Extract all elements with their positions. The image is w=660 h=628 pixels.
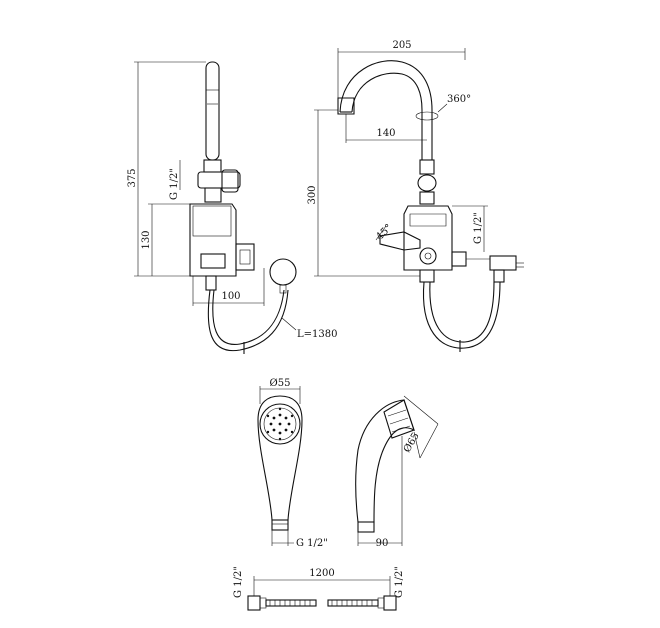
side-thread-label: G 1/2" xyxy=(169,168,180,200)
nozzle xyxy=(337,97,355,115)
front-height-label: 300 xyxy=(307,185,318,204)
lever xyxy=(379,231,421,251)
heater-body xyxy=(189,203,237,277)
swivel-marker xyxy=(415,111,439,121)
head-diameter-side-label: Ø65 xyxy=(402,431,422,455)
display-panel xyxy=(200,253,226,269)
spray-face xyxy=(259,403,301,445)
head-face-side xyxy=(383,399,415,439)
hose-body-right xyxy=(327,599,379,607)
hose-curve xyxy=(207,289,289,352)
spout-offset-label: 140 xyxy=(376,128,395,139)
plug xyxy=(489,255,517,271)
hose-length-label: L=1380 xyxy=(297,329,337,340)
shower-head-front: Ø55 G 1/2" xyxy=(257,378,328,549)
spout-reach-label: 205 xyxy=(392,40,411,51)
front-thread-label: G 1/2" xyxy=(473,212,484,244)
heater-front-body xyxy=(403,205,453,271)
side-height-label: 375 xyxy=(127,168,138,187)
hose-front xyxy=(422,281,501,349)
hose2-length-label: 1200 xyxy=(309,568,334,579)
side-outlet xyxy=(235,243,255,271)
hose2-thread-left-label: G 1/2" xyxy=(233,566,244,598)
head-connector xyxy=(271,519,289,531)
heater-height-label: 130 xyxy=(141,230,152,249)
shower-head-side: Ø65 90 xyxy=(355,395,439,549)
faucet-front-view: 360° 45° 205 140 xyxy=(307,40,524,352)
spout-pipe xyxy=(205,61,220,161)
handle-outline xyxy=(257,395,303,521)
swivel-label: 360° xyxy=(447,94,471,105)
hose-left-fitting xyxy=(247,595,261,611)
head-diameter-label: Ø55 xyxy=(270,378,291,389)
head-thread-label: G 1/2" xyxy=(296,538,328,549)
hose-body-left xyxy=(265,599,317,607)
lever-angle-label: 45° xyxy=(374,222,394,242)
shower-head-circle xyxy=(269,258,297,286)
faucet-side-view: 375 G 1/2" 130 100 L=1380 xyxy=(127,61,337,354)
side-handle-outline xyxy=(355,399,415,523)
head-depth-label: 90 xyxy=(376,538,389,549)
gooseneck-spout xyxy=(339,60,433,160)
connector-nut xyxy=(203,159,222,173)
side-connector xyxy=(357,521,375,533)
hose-1200: 1200 G 1/2" G 1/2" xyxy=(233,566,405,611)
heater-width-label: 100 xyxy=(221,291,240,302)
hose2-thread-right-label: G 1/2" xyxy=(394,566,405,598)
spray-holes xyxy=(266,407,294,441)
knob xyxy=(419,247,437,265)
valve-body xyxy=(197,171,241,189)
